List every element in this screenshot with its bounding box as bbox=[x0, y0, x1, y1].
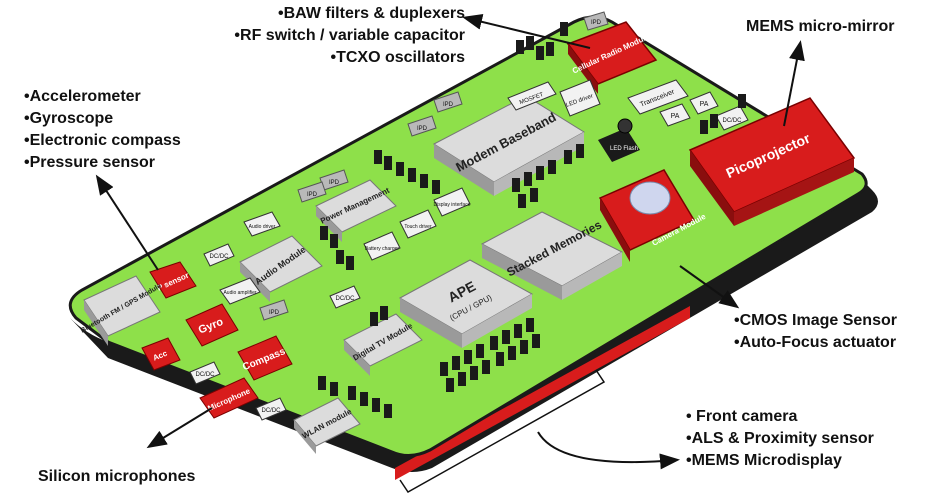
callout-sensors-line-2: •Gyroscope bbox=[24, 110, 114, 127]
dcdc-label-4: DC/DC bbox=[262, 408, 282, 414]
microphone-chip: Microphone bbox=[199, 377, 259, 419]
callout-rf-line-2: •RF switch / variable capacitor bbox=[234, 27, 465, 44]
dcdc-label-3: DC/DC bbox=[196, 372, 216, 378]
camera-lens-icon bbox=[629, 181, 671, 215]
acc-chip: Acc bbox=[141, 337, 181, 371]
callout-rf-line-3: •TCXO oscillators bbox=[330, 49, 465, 66]
gyro-chip: Gyro bbox=[185, 303, 239, 347]
callout-sensors-line-4: •Pressure sensor bbox=[24, 154, 156, 171]
ipd-chip-5: IPD bbox=[259, 299, 289, 321]
dcdc-chip-top: DC/DC bbox=[715, 105, 749, 131]
dcdc-chip-3: DC/DC bbox=[189, 361, 221, 385]
ipd-chip-1: IPD bbox=[433, 91, 463, 113]
callout-rf: •BAW filters & duplexers •RF switch / va… bbox=[180, 3, 465, 69]
wlan-module: WLAN module bbox=[293, 397, 361, 454]
ipd-label-2: IPD bbox=[417, 126, 428, 132]
pa-chip-2: PA bbox=[689, 91, 719, 115]
red-flex-strip bbox=[395, 306, 690, 480]
display-interface-label: Display interface bbox=[434, 202, 471, 208]
callout-microphones-text: Silicon microphones bbox=[38, 468, 196, 485]
ipd-label-5: IPD bbox=[269, 310, 280, 316]
callout-front-line-1: • Front camera bbox=[686, 408, 798, 425]
arrow-front-curve bbox=[537, 431, 680, 470]
battery-charger-label: Battery charger bbox=[365, 246, 400, 252]
ipd-label-3: IPD bbox=[329, 180, 340, 186]
passive-components bbox=[318, 22, 746, 418]
callout-front: • Front camera •ALS & Proximity sensor •… bbox=[686, 406, 874, 472]
ipd-label-4: IPD bbox=[307, 192, 318, 198]
ipd-chip-6: IPD bbox=[583, 11, 609, 31]
callout-rf-line-1: •BAW filters & duplexers bbox=[278, 5, 465, 22]
arrow-rf bbox=[462, 13, 591, 49]
callout-sensors-line-1: •Accelerometer bbox=[24, 88, 141, 105]
callout-mems-mirror: MEMS micro-mirror bbox=[746, 16, 894, 38]
callout-microphones: Silicon microphones bbox=[38, 466, 195, 488]
pa-label-2: PA bbox=[700, 101, 709, 108]
callout-mems-mirror-text: MEMS micro-mirror bbox=[746, 18, 895, 35]
touch-driver-label: Touch driver bbox=[404, 224, 432, 230]
pcb-board bbox=[68, 15, 868, 457]
ape-processor: APE (CPU / GPU) bbox=[398, 259, 534, 348]
dcdc-label-top: DC/DC bbox=[723, 118, 743, 124]
ipd-chip-2: IPD bbox=[407, 115, 437, 137]
battery-charger-chip: Battery charger bbox=[363, 231, 401, 261]
arrow-sensors bbox=[95, 174, 159, 271]
callout-sensors: •Accelerometer •Gyroscope •Electronic co… bbox=[24, 86, 181, 174]
p-sensor-chip: P sensor bbox=[149, 261, 197, 299]
led-flash: LED Flash bbox=[598, 118, 640, 162]
dcdc-label-2: DC/DC bbox=[336, 296, 356, 302]
pa-chip-1: PA bbox=[659, 103, 691, 127]
touch-driver-chip: Touch driver bbox=[399, 209, 437, 239]
ipd-chip-4: IPD bbox=[297, 181, 327, 203]
arrow-microphones bbox=[146, 407, 213, 449]
audio-amplifier-label: Audio amplifier bbox=[223, 290, 256, 296]
picoprojector: Picoprojector bbox=[688, 97, 856, 226]
dcdc-chip-2: DC/DC bbox=[329, 285, 361, 309]
dcdc-chip-4: DC/DC bbox=[255, 397, 287, 421]
arrow-mems-mirror bbox=[783, 40, 805, 127]
led-flash-icon bbox=[617, 118, 633, 134]
led-driver-chip: LED driver bbox=[559, 79, 601, 117]
arrow-cmos bbox=[679, 265, 740, 309]
audio-driver-label: Audio driver bbox=[249, 224, 276, 230]
callout-sensors-line-3: •Electronic compass bbox=[24, 132, 181, 149]
audio-amplifier-chip: Audio amplifier bbox=[219, 277, 261, 305]
callout-cmos-line-1: •CMOS Image Sensor bbox=[734, 312, 897, 329]
ipd-label-6: IPD bbox=[591, 20, 602, 26]
compass-chip: Compass bbox=[237, 335, 293, 381]
callout-front-line-3: •MEMS Microdisplay bbox=[686, 452, 842, 469]
callout-cmos: •CMOS Image Sensor •Auto-Focus actuator bbox=[734, 310, 897, 354]
pa-label-1: PA bbox=[671, 113, 680, 120]
dcdc-label-1: DC/DC bbox=[210, 254, 230, 260]
audio-module: Audio Module bbox=[239, 235, 323, 302]
transceiver-chip: Transceiver bbox=[627, 79, 689, 115]
dcdc-chip-1: DC/DC bbox=[203, 243, 235, 267]
callout-cmos-line-2: •Auto-Focus actuator bbox=[734, 334, 897, 351]
ipd-label-1: IPD bbox=[443, 102, 454, 108]
audio-driver-chip: Audio driver bbox=[243, 211, 281, 237]
front-bracket bbox=[399, 369, 606, 493]
display-interface-chip: Display interface bbox=[433, 187, 471, 217]
cellular-radio-module: Cellular Radio Module bbox=[566, 21, 658, 94]
callout-front-line-2: •ALS & Proximity sensor bbox=[686, 430, 874, 447]
led-flash-label: LED Flash bbox=[610, 146, 638, 152]
callout-arrows bbox=[95, 13, 805, 493]
stacked-memories: Stacked Memories bbox=[480, 211, 624, 300]
